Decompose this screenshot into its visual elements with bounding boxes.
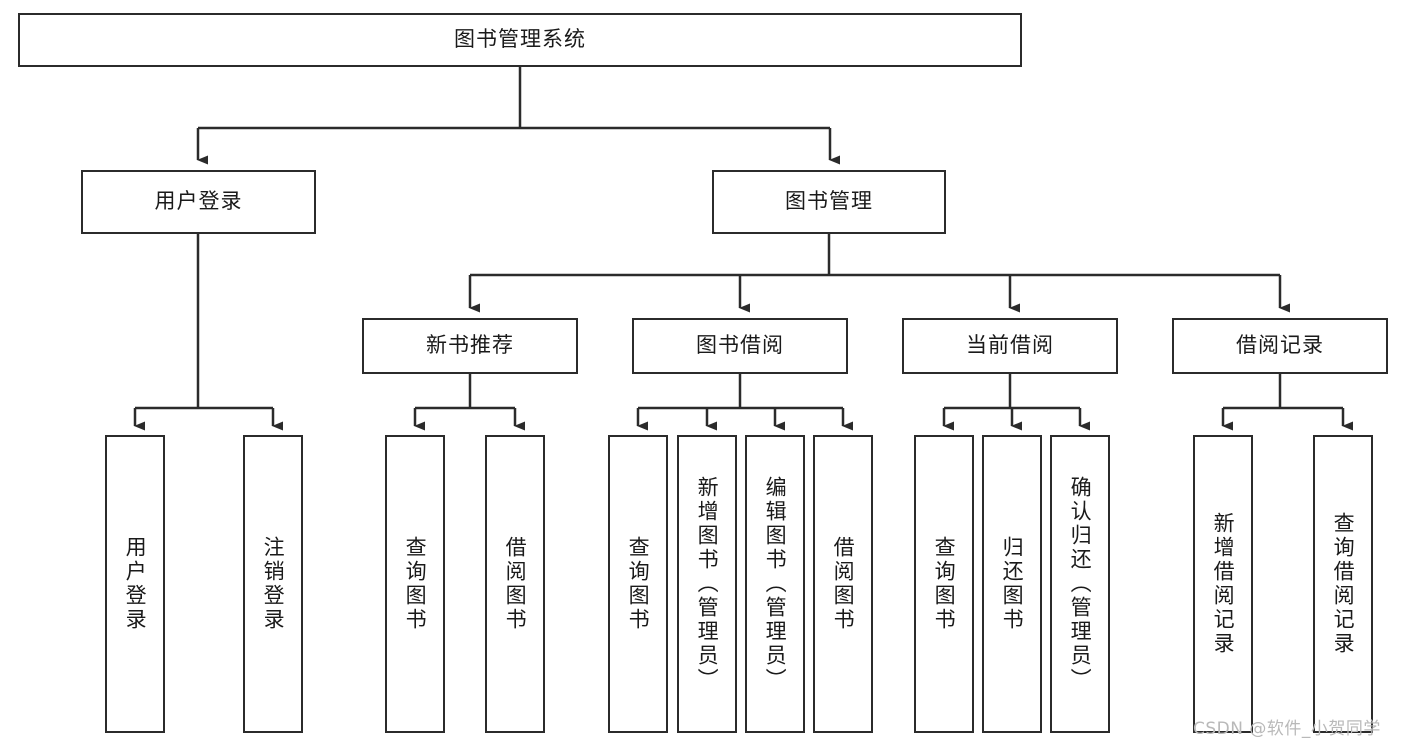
node-leaf-edit-book-label: 编辑图书（管理员） [763, 476, 788, 692]
node-borrow-record[interactable]: 借阅记录 [1172, 318, 1388, 374]
node-user-login-label: 用户登录 [154, 189, 243, 214]
node-leaf-borrow-book-2[interactable]: 借阅图书 [813, 435, 873, 733]
node-leaf-edit-book[interactable]: 编辑图书（管理员） [745, 435, 805, 733]
node-leaf-confirm-return[interactable]: 确认归还（管理员） [1050, 435, 1110, 733]
node-leaf-query-book-3[interactable]: 查询图书 [914, 435, 974, 733]
node-book-manage-label: 图书管理 [785, 189, 873, 214]
node-leaf-query-book-1-label: 查询图书 [403, 536, 428, 632]
node-book-borrow[interactable]: 图书借阅 [632, 318, 848, 374]
node-root-label: 图书管理系统 [454, 27, 586, 52]
node-leaf-query-record[interactable]: 查询借阅记录 [1313, 435, 1373, 733]
node-current-borrow-label: 当前借阅 [966, 333, 1054, 358]
node-user-login[interactable]: 用户登录 [81, 170, 316, 234]
node-leaf-logout[interactable]: 注销登录 [243, 435, 303, 733]
watermark-text: CSDN @软件_小贺同学 [1193, 719, 1381, 739]
node-leaf-add-record-label: 新增借阅记录 [1211, 512, 1236, 656]
node-leaf-query-book-2-label: 查询图书 [626, 536, 651, 632]
node-leaf-query-book-3-label: 查询图书 [932, 536, 957, 632]
node-leaf-query-book-1[interactable]: 查询图书 [385, 435, 445, 733]
node-borrow-record-label: 借阅记录 [1236, 333, 1324, 358]
node-leaf-add-book[interactable]: 新增图书（管理员） [677, 435, 737, 733]
node-new-book-rec[interactable]: 新书推荐 [362, 318, 578, 374]
node-leaf-return-book-label: 归还图书 [1000, 536, 1025, 632]
node-leaf-user-login-label: 用户登录 [123, 536, 148, 632]
node-leaf-query-book-2[interactable]: 查询图书 [608, 435, 668, 733]
node-new-book-rec-label: 新书推荐 [426, 333, 514, 358]
node-root[interactable]: 图书管理系统 [18, 13, 1022, 67]
node-book-borrow-label: 图书借阅 [696, 333, 784, 358]
node-leaf-user-login[interactable]: 用户登录 [105, 435, 165, 733]
node-leaf-confirm-return-label: 确认归还（管理员） [1068, 476, 1093, 692]
node-leaf-borrow-book-2-label: 借阅图书 [831, 536, 856, 632]
node-leaf-logout-label: 注销登录 [261, 536, 286, 632]
node-current-borrow[interactable]: 当前借阅 [902, 318, 1118, 374]
node-leaf-borrow-book-1-label: 借阅图书 [503, 536, 528, 632]
node-leaf-add-book-label: 新增图书（管理员） [695, 476, 720, 692]
node-leaf-query-record-label: 查询借阅记录 [1331, 512, 1356, 656]
node-book-manage[interactable]: 图书管理 [712, 170, 946, 234]
node-leaf-return-book[interactable]: 归还图书 [982, 435, 1042, 733]
node-leaf-add-record[interactable]: 新增借阅记录 [1193, 435, 1253, 733]
node-leaf-borrow-book-1[interactable]: 借阅图书 [485, 435, 545, 733]
